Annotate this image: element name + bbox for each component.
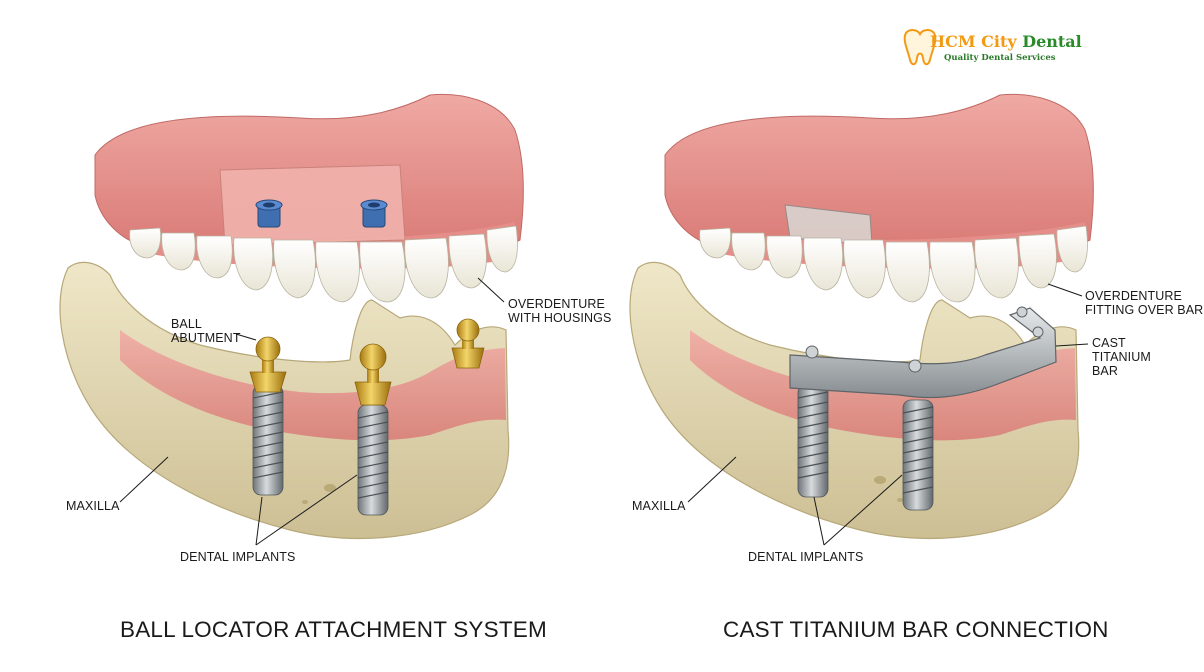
right-implant-2 bbox=[902, 399, 934, 511]
right-leader-lines bbox=[687, 283, 1089, 546]
label-overdenture-fitting-over-bar: OVERDENTURE FITTING OVER BAR bbox=[1085, 289, 1204, 317]
brand-name: HCM City Dental bbox=[930, 32, 1082, 51]
right-titanium-bar bbox=[789, 306, 1057, 399]
right-teeth bbox=[699, 225, 1088, 303]
label-overdenture-with-housings: OVERDENTURE WITH HOUSINGS bbox=[508, 297, 612, 325]
label-ball-abutment: BALL ABUTMENT bbox=[171, 317, 241, 345]
caption-ball-locator: BALL LOCATOR ATTACHMENT SYSTEM bbox=[120, 617, 547, 642]
label-dental-implants-left: DENTAL IMPLANTS bbox=[180, 550, 296, 564]
left-implant-1 bbox=[252, 384, 284, 496]
left-bone-pore bbox=[324, 484, 336, 492]
right-lower-gum bbox=[690, 330, 1076, 441]
left-teeth bbox=[129, 225, 518, 303]
caption-cast-titanium-bar: CAST TITANIUM BAR CONNECTION bbox=[723, 617, 1109, 642]
label-maxilla-left: MAXILLA bbox=[66, 499, 120, 513]
left-implant-2 bbox=[357, 404, 389, 516]
left-ball-abutment-1 bbox=[249, 336, 287, 393]
left-overdenture bbox=[94, 93, 524, 303]
left-housing-1 bbox=[255, 199, 283, 228]
brand-name-part1: HCM City bbox=[930, 32, 1017, 51]
tooth-logo-icon bbox=[903, 29, 937, 66]
label-maxilla-right: MAXILLA bbox=[632, 499, 686, 513]
right-overdenture bbox=[664, 93, 1094, 303]
left-bone-pore bbox=[302, 500, 308, 504]
right-bone-pore bbox=[897, 498, 903, 502]
right-bone-pore bbox=[874, 476, 886, 484]
brand-name-part2: Dental bbox=[1022, 32, 1082, 51]
left-lower-gum bbox=[120, 330, 506, 441]
label-cast-titanium-bar: CAST TITANIUM BAR bbox=[1092, 336, 1151, 378]
left-diagram bbox=[59, 93, 524, 546]
right-implant-1 bbox=[797, 384, 829, 498]
left-ball-abutment-3 bbox=[451, 318, 485, 369]
right-diagram bbox=[629, 93, 1094, 546]
left-housing-2 bbox=[360, 199, 388, 228]
brand-tagline: Quality Dental Services bbox=[944, 53, 1056, 63]
left-leader-lines bbox=[119, 277, 505, 546]
label-dental-implants-right: DENTAL IMPLANTS bbox=[748, 550, 864, 564]
left-ball-abutment-2 bbox=[354, 343, 392, 406]
brand-logo: HCM City Dental Quality Dental Services bbox=[900, 28, 1090, 68]
